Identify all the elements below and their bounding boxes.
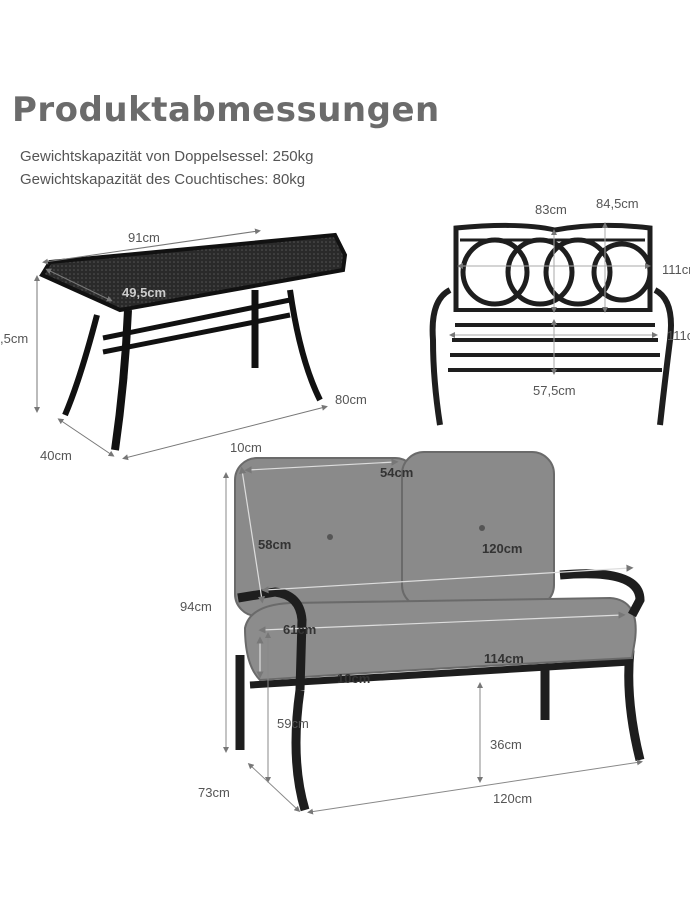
- bench-backrest-height-2-label: 84,5cm: [596, 196, 639, 211]
- sofa-total-height-label: 94cm: [180, 599, 212, 614]
- table-length-top-label: 91cm: [128, 230, 160, 245]
- table-height-label: ,5cm: [0, 331, 29, 346]
- sofa-seat-cushion-width-label: 114cm: [484, 651, 524, 666]
- sofa-cushion-thickness-top-label: 10cm: [230, 440, 262, 455]
- coffee-table: [39, 232, 348, 451]
- capacity-loveseat: Gewichtskapazität von Doppelsessel: 250k…: [20, 148, 314, 165]
- sofa-back-width-label: 120cm: [482, 541, 523, 556]
- sofa-outer-dimension-lines: [223, 472, 643, 815]
- capacity-table: Gewichtskapazität des Couchtisches: 80kg: [20, 171, 306, 188]
- sofa-total-width-label: 120cm: [493, 791, 533, 806]
- sofa-seat-height-label: 59cm: [277, 716, 309, 731]
- sofa-back-cushion-width-label: 54cm: [380, 465, 414, 480]
- table-dimension-lines: [34, 228, 328, 461]
- sofa-dimension-lines: [238, 458, 634, 679]
- table-length-bottom-label: 80cm: [335, 392, 367, 407]
- bench-backrest-height-label: 83cm: [535, 202, 567, 217]
- sofa-back-cushion-height-label: 58cm: [258, 537, 292, 552]
- bench-dimension-lines: [449, 222, 658, 375]
- sofa-seat-cushion-thickness-label: 10cm: [337, 671, 371, 686]
- bench-seat-width-label: 111c: [667, 328, 690, 343]
- table-width-top-label: 49,5cm: [122, 285, 167, 300]
- sofa-leg-clearance-label: 36cm: [490, 737, 522, 752]
- sofa-total-depth-label: 73cm: [198, 785, 230, 800]
- table-depth-label: 40cm: [40, 448, 72, 463]
- page-title: Produktabmessungen: [12, 90, 440, 130]
- sofa-seat-depth-label: 61cm: [283, 622, 317, 637]
- bench-backrest-width-label: 111cm: [662, 262, 690, 277]
- bench-seat-depth-label: 57,5cm: [533, 383, 576, 398]
